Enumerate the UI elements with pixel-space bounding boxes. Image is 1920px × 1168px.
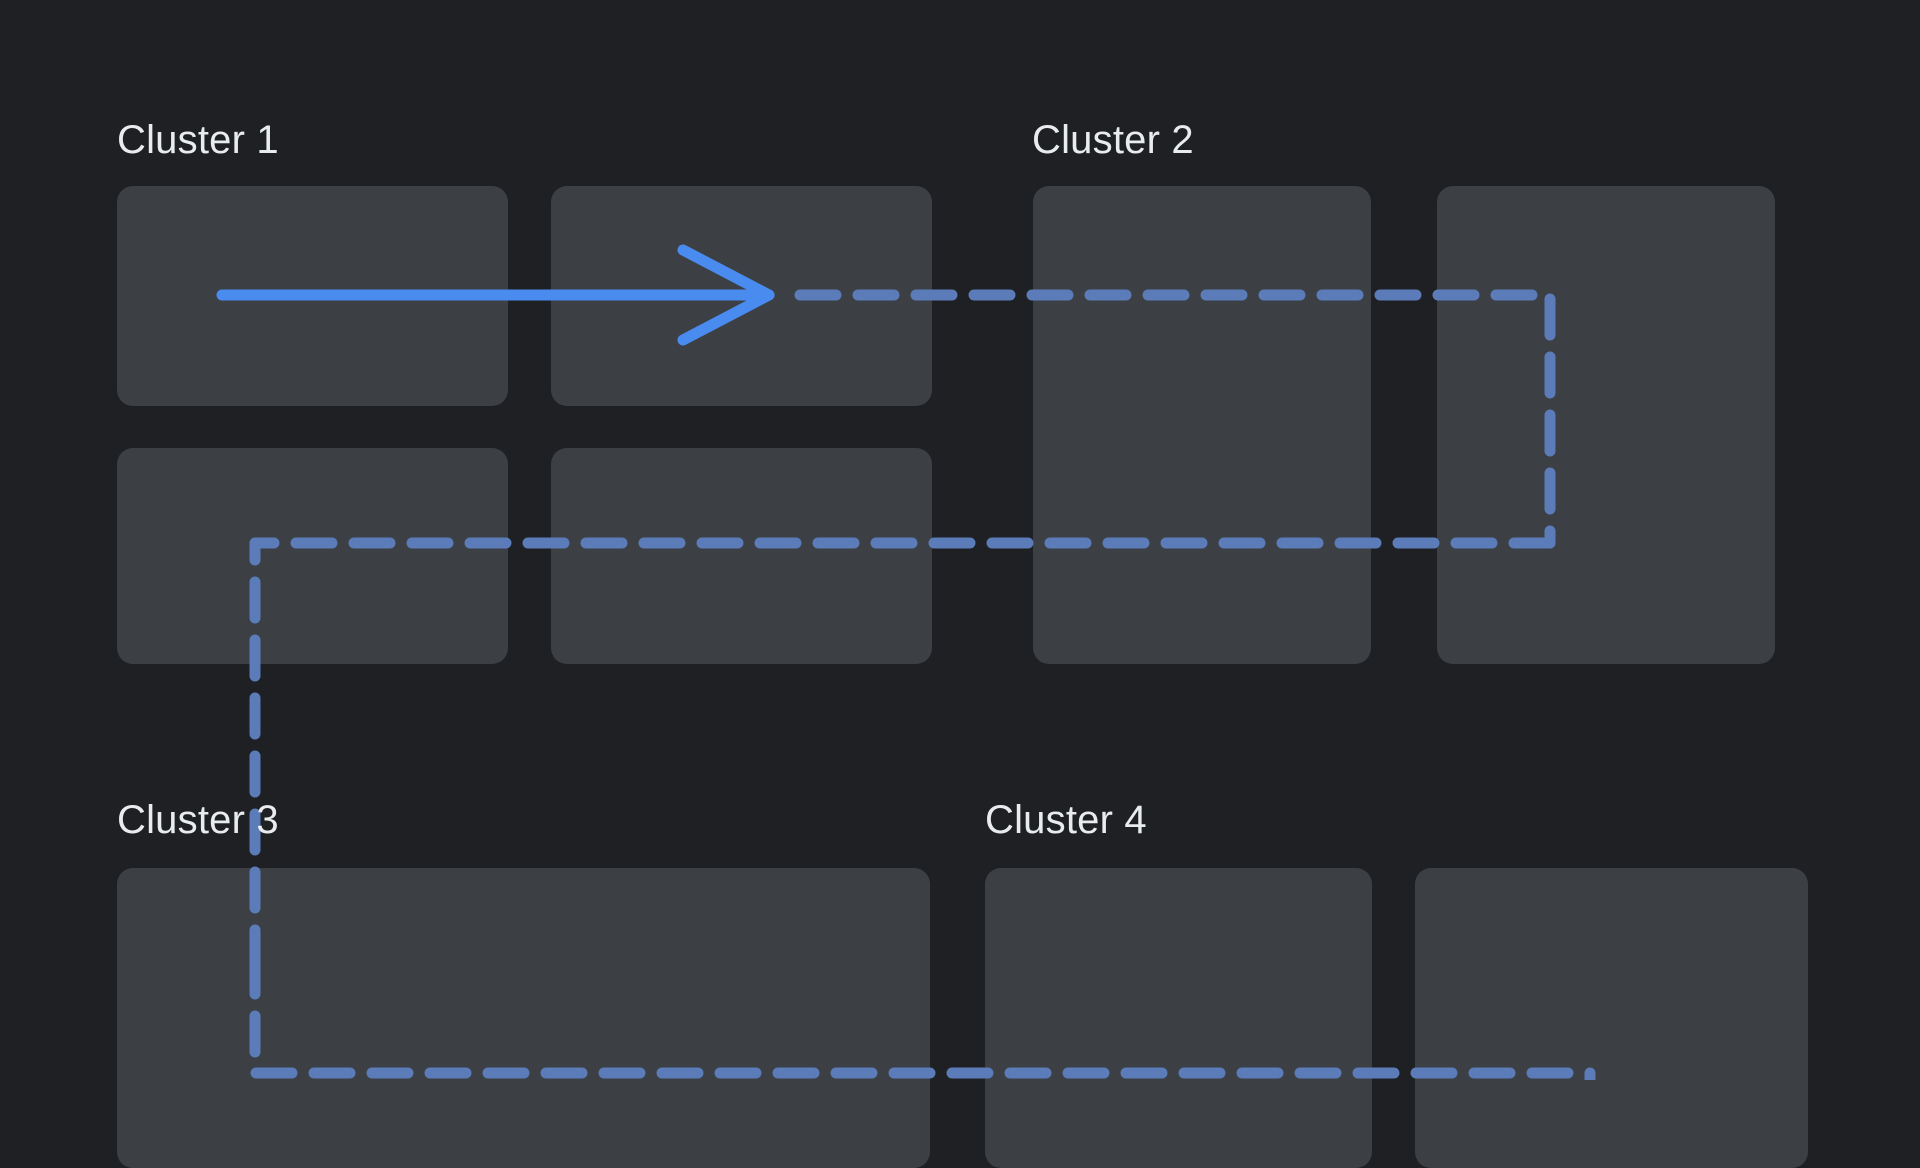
cluster-label-cluster-1: Cluster 1 (117, 118, 279, 162)
cluster-label-cluster-4: Cluster 4 (985, 798, 1147, 842)
cluster-label-cluster-2: Cluster 2 (1032, 118, 1194, 162)
cluster-label-cluster-3: Cluster 3 (117, 798, 279, 842)
cluster-labels-layer: Cluster 1 Cluster 2 Cluster 3 Cluster 4 (117, 118, 1194, 842)
cluster-graph-canvas: Cluster 1 Cluster 2 Cluster 3 Cluster 4 (117, 118, 1808, 1168)
